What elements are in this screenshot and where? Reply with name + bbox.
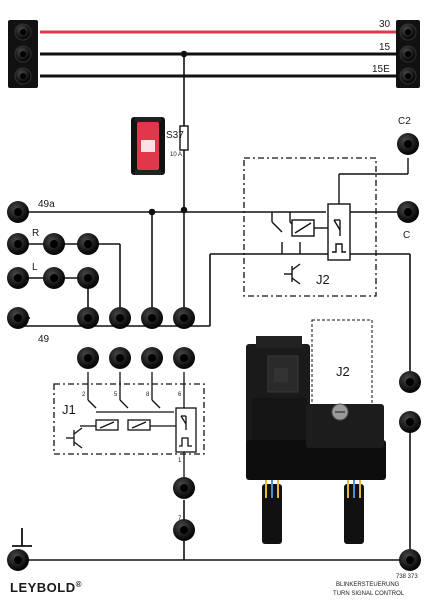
j1-internal-wiring <box>80 372 197 488</box>
socket-right-422[interactable] <box>399 411 421 433</box>
ground-symbol-icon <box>12 528 32 547</box>
panel-title-en: TURN SIGNAL CONTROL <box>333 591 405 597</box>
socket-fuse-out[interactable] <box>173 307 195 329</box>
socket-r-out[interactable] <box>109 307 131 329</box>
socket-ground-right[interactable] <box>399 549 421 571</box>
socket-r-1[interactable] <box>7 233 29 255</box>
wire-49 <box>18 253 411 380</box>
j1-pin-2: 2 <box>82 392 86 398</box>
bus-15-label: 15 <box>379 42 391 53</box>
socket-l-2[interactable] <box>43 267 65 289</box>
socket-j1-pin-8[interactable] <box>141 347 163 369</box>
socket-l-1[interactable] <box>7 267 29 289</box>
j1-label: J1 <box>62 402 76 417</box>
fuse-rating: 10 A <box>170 152 182 158</box>
fuse-holder <box>131 117 165 175</box>
terminal-l-label: L <box>32 262 38 273</box>
wire-49a <box>26 208 252 316</box>
fuse-symbol <box>179 125 189 151</box>
socket-j1-pin-5[interactable] <box>109 347 131 369</box>
left-bus-terminal-block <box>8 20 38 88</box>
transistor-icon <box>284 263 301 285</box>
j1-pin-8: 8 <box>146 392 150 398</box>
socket-49-1[interactable] <box>7 307 29 329</box>
j1-pin-5: 5 <box>114 392 118 398</box>
brand-logo: LEYBOLD® <box>10 580 82 595</box>
terminal-r-label: R <box>32 228 39 239</box>
socket-r-3[interactable] <box>77 233 99 255</box>
panel-title-de: BLINKERSTEUERUNG <box>336 582 400 588</box>
fuse-feed-wire <box>180 50 188 316</box>
socket-49a-out[interactable] <box>141 307 163 329</box>
socket-ground-left[interactable] <box>7 549 29 571</box>
socket-j1-pin-6[interactable] <box>173 347 195 369</box>
socket-j1-pin-7[interactable] <box>173 519 195 541</box>
j2-relay-socket <box>246 336 386 544</box>
j2-upper-label: J2 <box>316 272 330 287</box>
terminal-49-label: 49 <box>38 334 50 345</box>
socket-l-3[interactable] <box>77 267 99 289</box>
bus-15e-label: 15E <box>372 64 390 75</box>
j1-pin-6: 6 <box>178 392 182 398</box>
terminal-49a-label: 49a <box>38 199 55 210</box>
wire-r <box>18 243 121 316</box>
fuse-name: S37 <box>166 130 184 141</box>
socket-49-2[interactable] <box>77 307 99 329</box>
j2-socket-label: J2 <box>336 364 350 379</box>
j1-schematic-box <box>53 383 205 455</box>
j1-transistor-icon <box>66 427 83 449</box>
socket-49a[interactable] <box>7 201 29 223</box>
socket-right-380[interactable] <box>399 371 421 393</box>
socket-c[interactable] <box>397 201 419 223</box>
j2-internal-wiring <box>252 158 409 261</box>
j1-pin-1: 1 <box>178 458 182 464</box>
socket-r-2[interactable] <box>43 233 65 255</box>
socket-c2[interactable] <box>397 133 419 155</box>
terminal-c2-label: C2 <box>398 116 411 127</box>
bus-30-label: 30 <box>379 19 391 30</box>
socket-j1-pin-1[interactable] <box>173 477 195 499</box>
terminal-c-label: C <box>403 230 410 241</box>
j2-schematic-box <box>243 157 377 297</box>
catalog-number: 738 373 <box>396 574 418 580</box>
j1-pin-7: 7 <box>178 516 182 522</box>
right-bus-terminal-block <box>396 20 420 88</box>
socket-j1-pin-2[interactable] <box>77 347 99 369</box>
